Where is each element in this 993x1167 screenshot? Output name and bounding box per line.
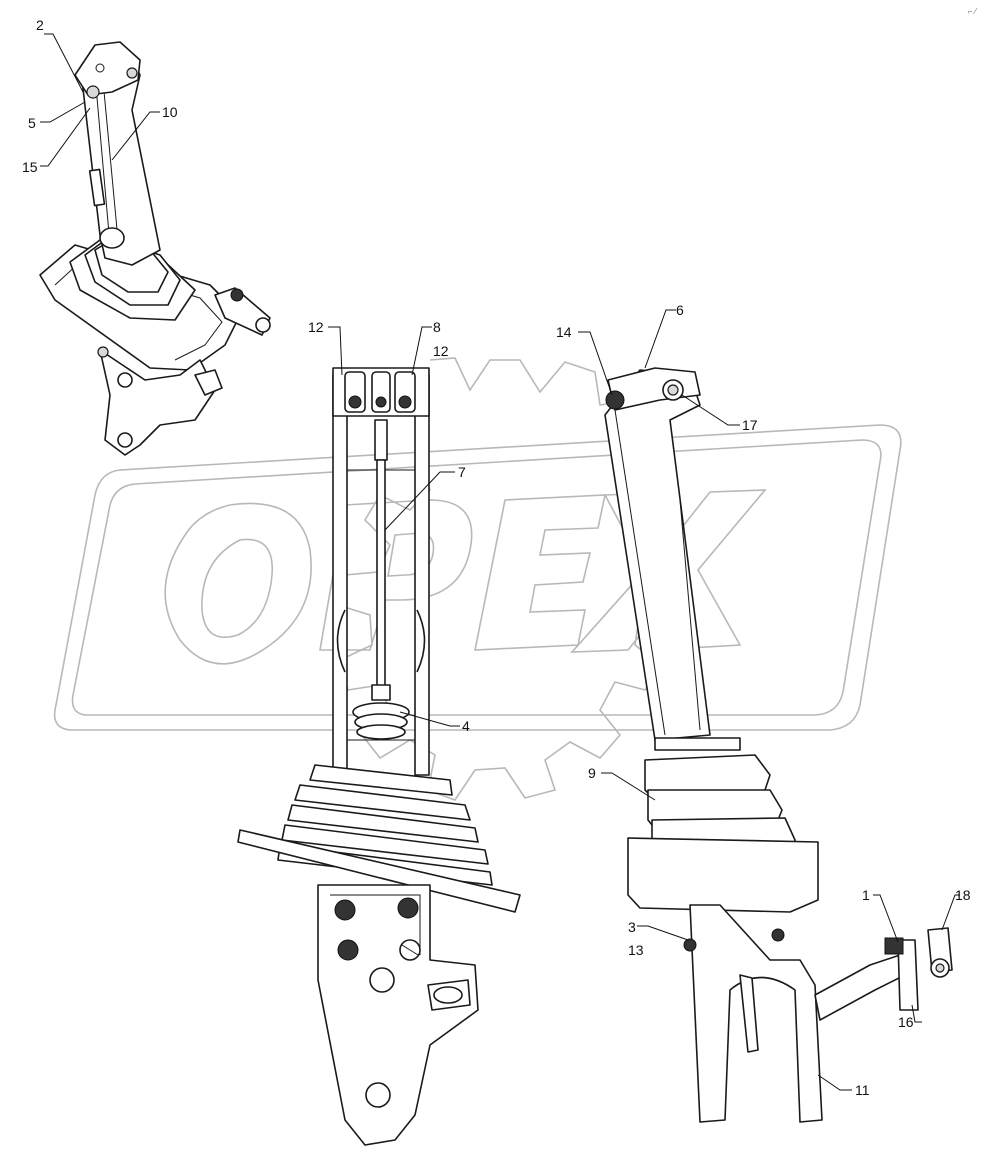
isometric-view [39, 41, 271, 456]
front-view [237, 367, 521, 1146]
callout-10: 10 [162, 104, 178, 120]
callout-6: 6 [676, 302, 684, 318]
watermark-banner [53, 424, 902, 731]
callout-11: 11 [855, 1082, 870, 1098]
watermark-letter-o [164, 502, 312, 665]
callout-3: 3 [628, 919, 636, 935]
callout-12-left: 12 [308, 319, 324, 335]
callout-7: 7 [458, 464, 466, 480]
callout-5: 5 [28, 115, 36, 131]
watermark [53, 357, 902, 801]
callout-13: 13 [628, 942, 644, 958]
watermark-banner-inner [71, 439, 882, 716]
callout-17: 17 [742, 417, 758, 433]
callout-labels: 2 5 15 10 12 8 12 7 4 14 6 17 9 3 13 1 1… [22, 17, 971, 1098]
callout-15: 16 [898, 1014, 914, 1030]
callout-14: 14 [556, 324, 572, 340]
callout-18: 18 [955, 887, 971, 903]
callout-9: 9 [588, 765, 596, 781]
callout-16: 15 [22, 159, 38, 175]
callout-2: 2 [36, 17, 44, 33]
callout-4: 4 [462, 718, 470, 734]
callout-leaders [40, 33, 960, 1091]
callout-12-right: 12 [433, 343, 449, 359]
watermark-letter-e [474, 494, 606, 651]
side-view [604, 367, 953, 1123]
corner-mark: ⌐ ⁄ [968, 7, 978, 16]
callout-8: 8 [433, 319, 441, 335]
callout-1: 1 [862, 887, 870, 903]
